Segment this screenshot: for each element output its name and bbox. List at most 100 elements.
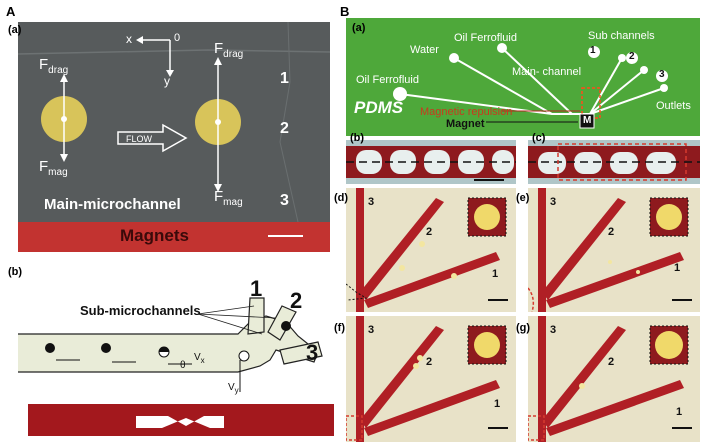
channel-f-2 bbox=[360, 326, 444, 428]
panel-b-f-label: (f) bbox=[334, 322, 345, 334]
magnet-notch bbox=[136, 416, 224, 428]
magnet-box bbox=[579, 113, 595, 129]
channel-f-3 bbox=[356, 316, 364, 442]
panel-b-e-label: (e) bbox=[516, 192, 530, 204]
sub-number-1: 1 bbox=[590, 45, 596, 56]
droplet-f-2 bbox=[413, 363, 419, 369]
sub-channels-label: Sub channels bbox=[588, 30, 655, 42]
droplet-train-c bbox=[528, 143, 700, 181]
droplet-e-1 bbox=[608, 260, 612, 264]
oil-top-inlet bbox=[497, 43, 507, 53]
droplet-1 bbox=[45, 343, 55, 353]
channel-3-label: 3 bbox=[280, 192, 289, 209]
coord-zero-label: 0 bbox=[174, 32, 181, 44]
flow-arrow bbox=[117, 123, 188, 153]
sub-channel-1 bbox=[247, 297, 265, 335]
inset-droplet-g bbox=[655, 331, 683, 359]
droplet-d-3 bbox=[451, 273, 457, 279]
channel-f-1 bbox=[364, 380, 500, 436]
outlet-3 bbox=[660, 84, 668, 92]
panel-b-c-label: (c) bbox=[532, 132, 546, 144]
droplet-4 bbox=[238, 350, 250, 362]
droplet-2 bbox=[101, 343, 111, 353]
panel-b-d-label: (d) bbox=[334, 192, 349, 204]
left-fmag-label: Fmag bbox=[39, 158, 68, 178]
magnet-box-letter: M bbox=[583, 115, 592, 126]
oil-ferrofluid-top-label: Oil Ferrofluid bbox=[454, 32, 517, 44]
outlet-1 bbox=[618, 54, 626, 62]
droplet-e-2 bbox=[636, 270, 640, 274]
left-droplet-center bbox=[61, 116, 67, 122]
water-inlet bbox=[449, 53, 459, 63]
pdms-chip-drawing bbox=[393, 43, 668, 129]
oil-ferrofluid-left-label: Oil Ferrofluid bbox=[356, 74, 419, 86]
sub-channel-line-1 bbox=[589, 57, 623, 115]
oil-left-inlet bbox=[393, 87, 407, 101]
coord-y-arrow bbox=[166, 70, 174, 77]
vy-V: V bbox=[228, 382, 235, 393]
panel-b-a-label: (a) bbox=[352, 22, 366, 34]
panel-b-g-label: (g) bbox=[516, 322, 531, 334]
sub-channel-line-3 bbox=[589, 87, 665, 115]
coord-x-arrow bbox=[136, 36, 143, 44]
right-fdrag-F: F bbox=[214, 40, 224, 57]
channel-g-2 bbox=[542, 326, 626, 428]
droplet-3-half bbox=[159, 347, 169, 352]
outlet-2 bbox=[640, 66, 648, 74]
panel-a-b-label: (b) bbox=[8, 266, 23, 278]
sub-microchannels-label: Sub-microchannels bbox=[80, 303, 201, 318]
g-num-2: 2 bbox=[608, 356, 615, 368]
main-microchannel-label: Main-microchannel bbox=[44, 196, 181, 213]
droplet-sorting-d bbox=[346, 188, 508, 312]
coord-y-label: y bbox=[164, 74, 170, 88]
right-fmag-label: Fmag bbox=[214, 188, 243, 208]
channel-wall-line bbox=[18, 49, 330, 55]
droplet-c-2 bbox=[574, 152, 602, 174]
magnets-label: Magnets bbox=[120, 226, 189, 245]
panel-a-letter: A bbox=[6, 4, 16, 19]
sub-number-2: 2 bbox=[629, 51, 635, 62]
vx-V: V bbox=[194, 352, 201, 363]
droplet-sorting-e bbox=[528, 188, 692, 312]
schematic-vy-label: Vy bbox=[228, 382, 239, 395]
f-num-3: 3 bbox=[368, 324, 375, 336]
leader-line-2 bbox=[197, 313, 277, 319]
highlight-e bbox=[528, 287, 535, 312]
sub-badge-2 bbox=[626, 52, 638, 64]
inset-droplet-f bbox=[474, 332, 500, 358]
main-channel-label: Main- channel bbox=[512, 66, 582, 78]
panel-b-g-image bbox=[528, 316, 700, 442]
sub-number-3: 3 bbox=[659, 69, 665, 80]
vx-sub: x bbox=[200, 356, 205, 365]
water-channel bbox=[453, 57, 553, 115]
droplet-g-1 bbox=[579, 383, 585, 389]
right-fmag-sub: mag bbox=[223, 197, 243, 208]
flow-label: FLOW bbox=[126, 134, 152, 144]
g-num-3: 3 bbox=[550, 324, 557, 336]
sub-badge-1 bbox=[588, 46, 600, 58]
e-num-1: 1 bbox=[674, 262, 681, 274]
magnet-label: Magnet bbox=[446, 118, 485, 130]
panel-a-a-image bbox=[18, 22, 330, 252]
left-fdrag-label: Fdrag bbox=[39, 56, 68, 76]
channel-d-2 bbox=[360, 198, 444, 300]
panel-b-b-label: (b) bbox=[350, 132, 365, 144]
channel-e-2 bbox=[542, 198, 626, 300]
water-label: Water bbox=[410, 44, 439, 56]
droplet-d-1 bbox=[399, 265, 405, 271]
schematic-channel-2: 2 bbox=[290, 288, 303, 313]
droplet-5 bbox=[281, 321, 291, 331]
right-droplet-center bbox=[215, 119, 221, 125]
leader-line-1 bbox=[197, 305, 255, 315]
droplet-f-1 bbox=[417, 355, 423, 361]
left-fmag-F: F bbox=[39, 158, 49, 175]
oil-top-channel bbox=[501, 47, 573, 115]
outlets-label: Outlets bbox=[656, 100, 691, 112]
panel-b-e-image bbox=[528, 188, 700, 312]
left-fdrag-sub: drag bbox=[48, 65, 69, 76]
e-num-2: 2 bbox=[608, 226, 615, 238]
schematic-channel-3: 3 bbox=[306, 340, 319, 365]
channel-d-1 bbox=[364, 252, 500, 308]
coord-x-label: x bbox=[126, 32, 132, 46]
right-fmag-arrow bbox=[214, 184, 222, 192]
